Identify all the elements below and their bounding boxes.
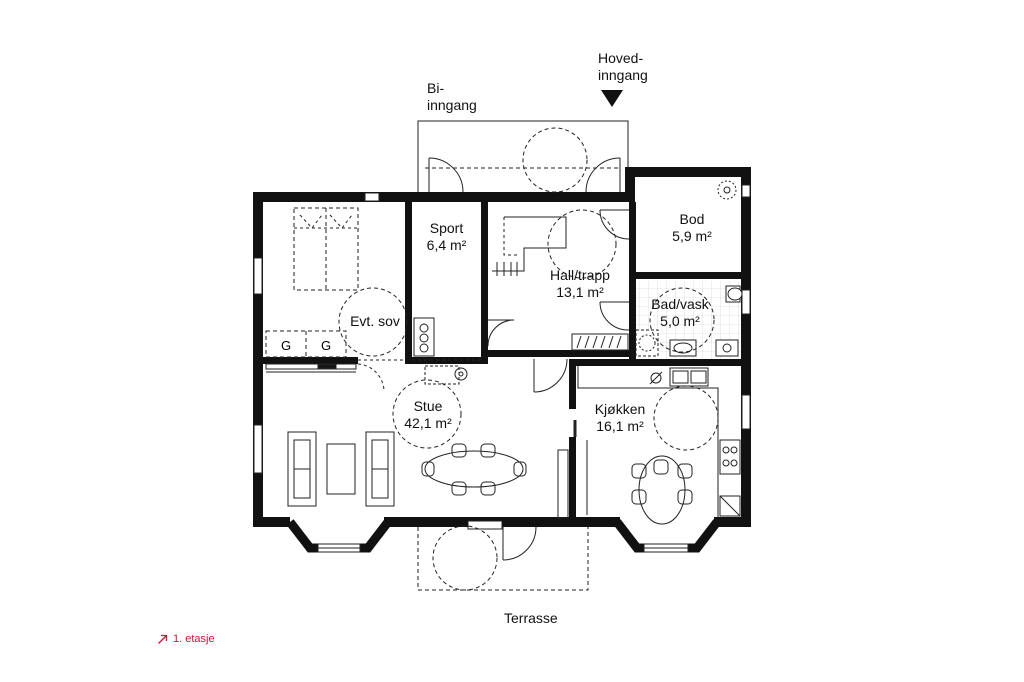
room-area-sport: 6,4 m² bbox=[426, 237, 467, 253]
dining-table bbox=[421, 443, 527, 496]
side-entrance-label-line-1: Bi- bbox=[427, 80, 445, 96]
terrace-label: Terrasse bbox=[504, 610, 558, 626]
room-label-evtsov: Evt. sov bbox=[335, 313, 415, 330]
bed bbox=[293, 207, 359, 291]
coffee-table bbox=[326, 443, 356, 495]
shoe-rack bbox=[571, 333, 629, 351]
kitchen-counter bbox=[577, 366, 741, 517]
main-entrance-door bbox=[585, 157, 621, 193]
room-area-badvask: 5,0 m² bbox=[660, 313, 700, 329]
sofa-right bbox=[365, 431, 395, 507]
turning-circle-bathroom bbox=[649, 287, 715, 353]
terrace-outline bbox=[417, 520, 589, 591]
room-name-sport: Sport bbox=[429, 220, 464, 236]
turning-circle-kitchen bbox=[653, 385, 719, 451]
room-label-kjokken: Kjøkken 16,1 m² bbox=[580, 401, 660, 435]
staircase bbox=[492, 216, 567, 276]
room-label-sport: Sport 6,4 m² bbox=[412, 220, 481, 254]
windows bbox=[253, 184, 751, 474]
room-name-badvask: Bad/vask bbox=[651, 296, 709, 312]
sliding-partition bbox=[557, 420, 577, 519]
room-area-stue: 42,1 m² bbox=[404, 415, 452, 431]
room-label-stue: Stue 42,1 m² bbox=[388, 398, 468, 432]
bedroom-door-swing bbox=[357, 363, 385, 391]
side-entrance-label: Bi- inngang bbox=[427, 80, 477, 114]
door-bod bbox=[599, 209, 630, 240]
room-name-stue: Stue bbox=[413, 398, 443, 414]
room-label-hall: Hall/trapp 13,1 m² bbox=[530, 267, 630, 301]
bod-fixture bbox=[717, 180, 737, 200]
turning-circle-hall bbox=[547, 209, 617, 279]
bay-window-glass bbox=[317, 543, 689, 553]
main-entrance-label-line-2: inngang bbox=[598, 67, 648, 83]
room-label-bod: Bod 5,9 m² bbox=[652, 211, 732, 245]
turning-circle-terrace bbox=[432, 525, 498, 591]
room-area-bod: 5,9 m² bbox=[672, 228, 712, 244]
room-name-hall: Hall/trapp bbox=[550, 267, 610, 283]
fireplace bbox=[424, 365, 468, 385]
main-entrance-label: Hoved- inngang bbox=[598, 50, 648, 84]
turning-circle-porch bbox=[522, 127, 588, 193]
wardrobes bbox=[265, 330, 347, 358]
door-bad bbox=[599, 301, 630, 331]
floor-link[interactable]: 1. etasje bbox=[157, 633, 215, 645]
main-entrance-label-line-1: Hoved- bbox=[598, 50, 644, 66]
room-name-bod: Bod bbox=[679, 211, 705, 227]
hall-door-sport bbox=[487, 319, 515, 347]
bedroom-sliding-door bbox=[265, 363, 357, 373]
entry-porch bbox=[417, 120, 629, 192]
interior-walls bbox=[263, 202, 744, 519]
room-label-badvask: Bad/vask 5,0 m² bbox=[640, 296, 720, 330]
side-entrance-door bbox=[428, 157, 464, 193]
wardrobe-label-2: G bbox=[321, 338, 331, 353]
turning-circle-bedroom bbox=[338, 287, 408, 357]
sport-cabinet bbox=[413, 317, 435, 357]
kitchen-table bbox=[631, 455, 693, 525]
room-name-evtsov: Evt. sov bbox=[350, 313, 400, 329]
room-name-kjokken: Kjøkken bbox=[594, 401, 646, 417]
room-area-kjokken: 16,1 m² bbox=[596, 418, 644, 434]
sofa-left bbox=[287, 431, 317, 507]
door-hall-stue bbox=[533, 358, 568, 393]
main-entrance-arrow-icon bbox=[601, 90, 623, 107]
side-entrance-label-line-2: inngang bbox=[427, 97, 477, 113]
room-area-hall: 13,1 m² bbox=[556, 284, 604, 300]
bathroom-fixtures bbox=[635, 285, 743, 357]
wardrobe-label-1: G bbox=[281, 338, 291, 353]
turning-circle-living bbox=[392, 379, 462, 449]
arrow-up-right-icon bbox=[158, 634, 168, 644]
floor-link-label[interactable]: 1. etasje bbox=[173, 633, 215, 645]
